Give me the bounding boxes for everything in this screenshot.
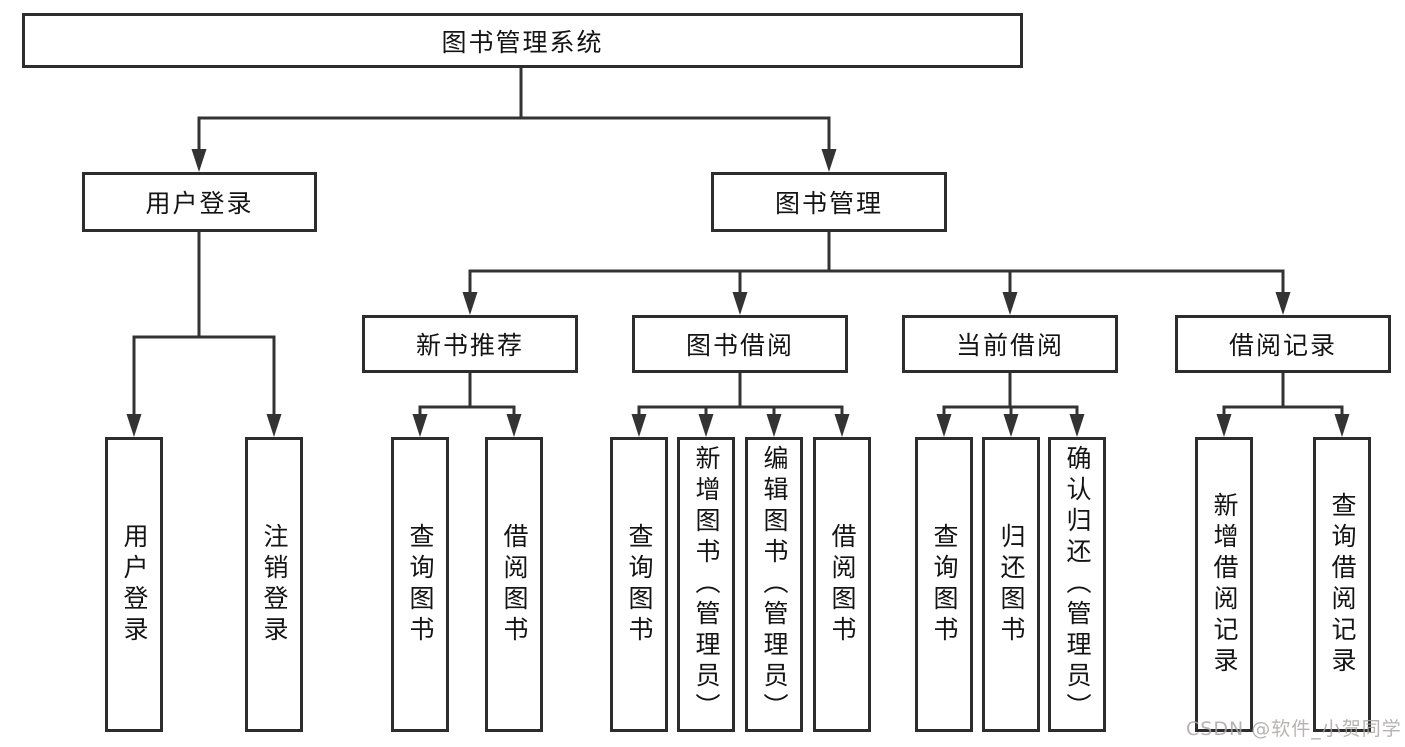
leaf-borrow-books: 借阅图书 (813, 437, 871, 732)
leaf-user-login: 用户登录 (105, 437, 163, 732)
leaf-confirm-return-admin: 确认归还（管理员） (1048, 437, 1106, 732)
leaf-add-books-admin: 新增图书（管理员） (677, 437, 735, 732)
node-user-login: 用户登录 (82, 172, 317, 232)
node-borrowing-records: 借阅记录 (1175, 315, 1391, 373)
node-library-management-system: 图书管理系统 (22, 13, 1023, 68)
node-new-book-recommendation: 新书推荐 (362, 315, 578, 373)
leaf-query-borrow-record: 查询借阅记录 (1313, 437, 1371, 732)
leaf-return-books: 归还图书 (982, 437, 1040, 732)
leaf-logout: 注销登录 (245, 437, 303, 732)
leaf-add-borrow-record: 新增借阅记录 (1195, 437, 1253, 732)
node-book-borrowing: 图书借阅 (632, 315, 848, 373)
leaf-query-books-recommend: 查询图书 (391, 437, 449, 732)
leaf-query-books-borrowing: 查询图书 (610, 437, 668, 732)
node-book-management: 图书管理 (711, 172, 947, 232)
leaf-query-books-current: 查询图书 (915, 437, 973, 732)
leaf-borrow-books-recommend: 借阅图书 (485, 437, 543, 732)
leaf-edit-books-admin: 编辑图书（管理员） (745, 437, 803, 732)
csdn-watermark: CSDN @软件_小贺同学 (1186, 718, 1402, 740)
node-current-borrowing: 当前借阅 (902, 315, 1118, 373)
